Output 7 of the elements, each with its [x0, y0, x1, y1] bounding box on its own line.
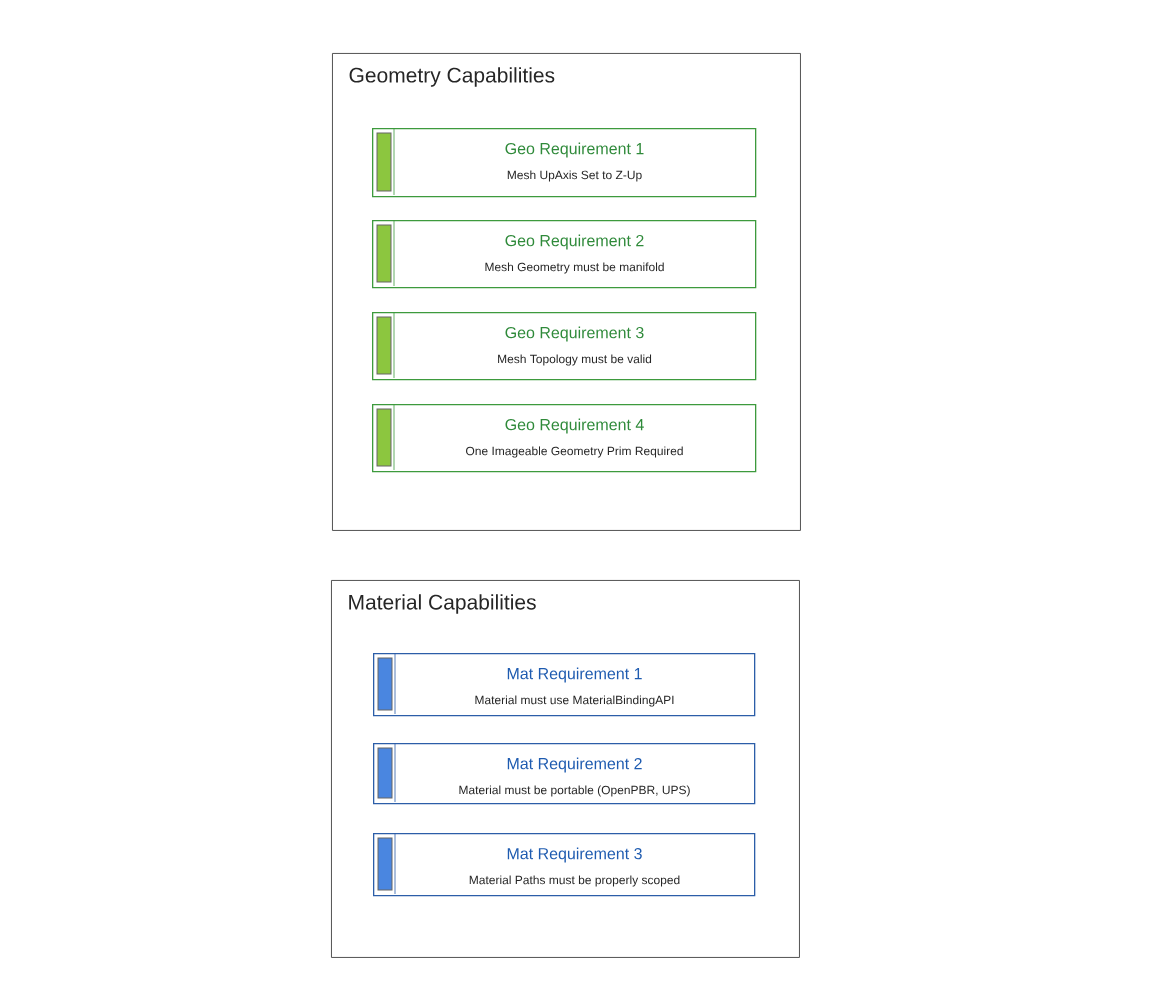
requirement-box: Mat Requirement 2 Material must be portable (OpenPBR, UPS) — [373, 743, 756, 805]
requirement-box: Mat Requirement 1 Material must use MaterialBindingAPI — [373, 653, 756, 717]
requirement-box: Geo Requirement 3 Mesh Topology must be valid — [372, 312, 757, 381]
requirement-box: Mat Requirement 3 Material Paths must be properly scoped — [373, 833, 756, 897]
requirement-box: Geo Requirement 1 Mesh UpAxis Set to Z-Up — [372, 128, 757, 198]
requirement-box: Geo Requirement 2 Mesh Geometry must be manifold — [372, 220, 757, 289]
requirement-box: Geo Requirement 4 One Imageable Geometry Prim Required — [372, 404, 757, 473]
